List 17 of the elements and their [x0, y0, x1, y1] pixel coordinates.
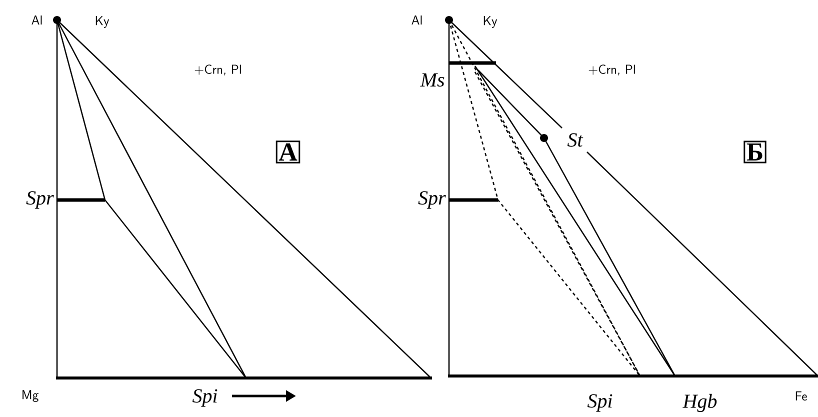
- mineral-label: Spi: [587, 394, 612, 412]
- mineral-label: St: [567, 133, 584, 147]
- axis-label: Fe: [796, 391, 807, 401]
- axis-label: Ky: [96, 16, 110, 28]
- mineral-label: Hgb: [682, 394, 717, 412]
- mineral-label: Spr: [26, 191, 54, 209]
- mineral-label: Spi: [192, 389, 218, 407]
- axis-label: Al: [32, 15, 42, 24]
- axis-label: Mg: [22, 390, 39, 402]
- axis-label: Al: [412, 15, 422, 24]
- axis-label: +Crn, Pl: [194, 64, 241, 76]
- mineral-label: Ms: [420, 73, 444, 87]
- panel-letter-box: Б: [744, 140, 766, 164]
- mineral-label: Spr: [418, 191, 446, 209]
- axis-label: +Crn, Pl: [588, 64, 635, 76]
- axis-label: Ky: [484, 16, 498, 28]
- panel-letter-box: А: [276, 140, 300, 164]
